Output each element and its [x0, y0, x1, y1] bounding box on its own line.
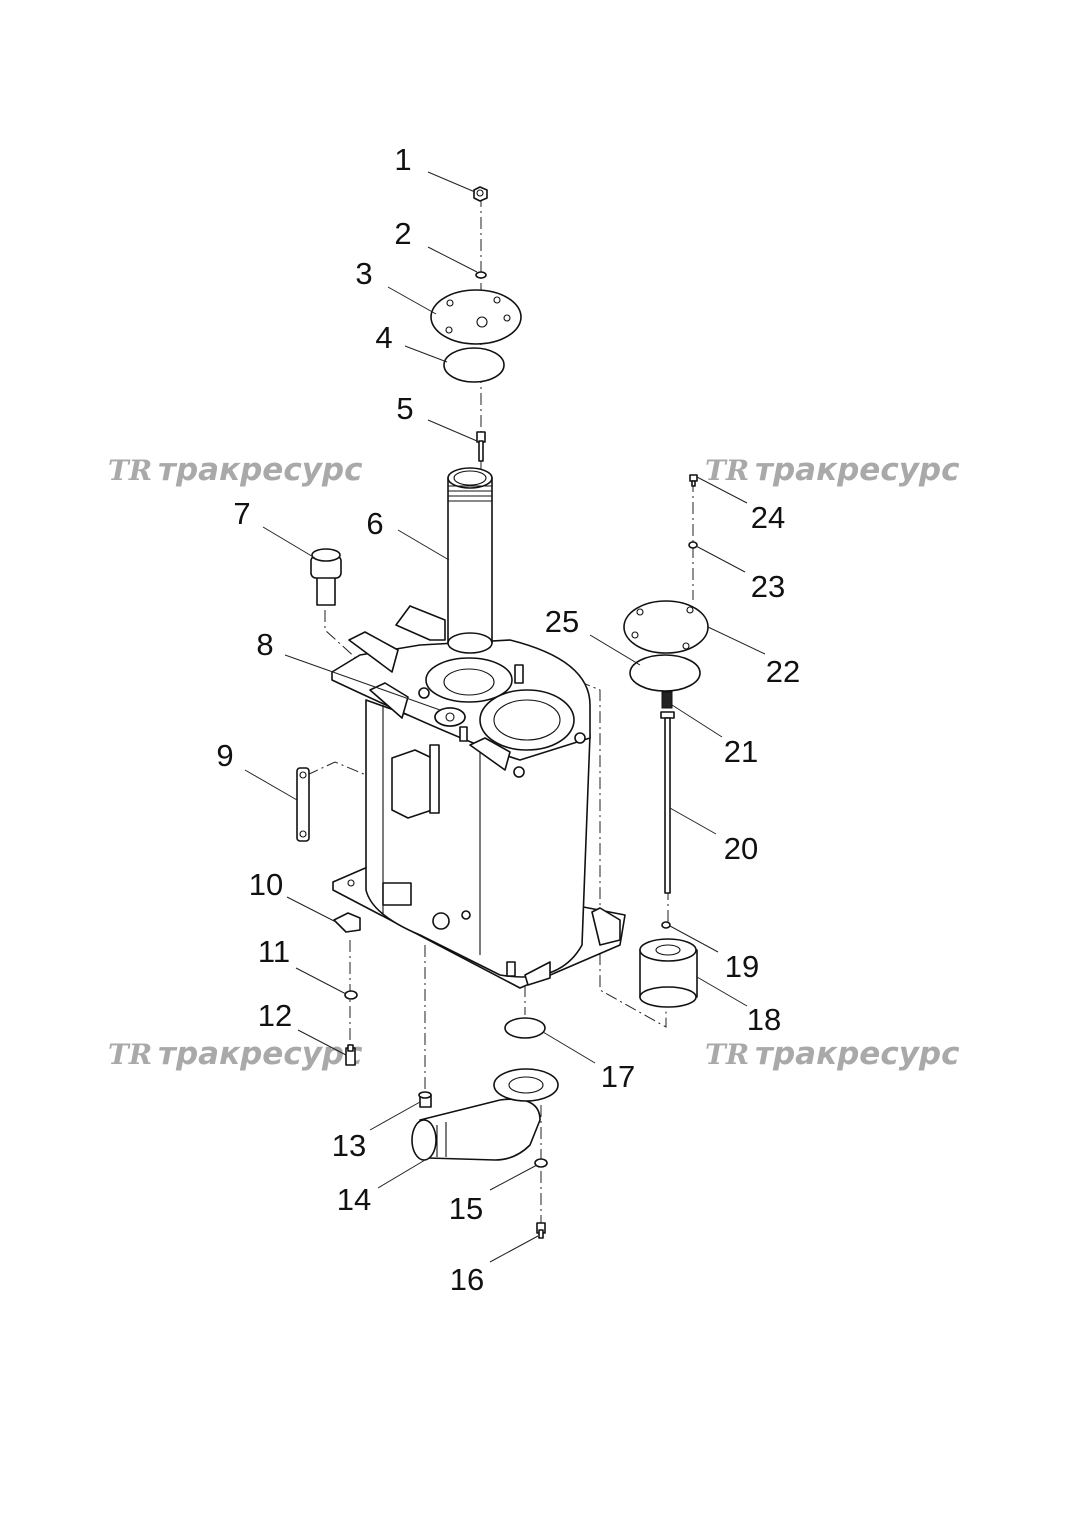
leader-lines: [244, 171, 766, 1263]
part-7-breather: [310, 548, 342, 606]
part-12-bolt: [345, 1044, 356, 1066]
watermark-bottom-left: TR тракресурс: [108, 1036, 363, 1072]
stud: [574, 732, 586, 744]
callout-21: 21: [724, 734, 758, 769]
stud: [418, 687, 430, 699]
lifting-bracket: [395, 605, 446, 641]
watermark-logo: TR: [108, 454, 152, 487]
part-8-flange: [434, 707, 466, 727]
part-25-o-ring: [629, 654, 701, 692]
watermark-text: тракресурс: [755, 1036, 960, 1072]
part-22-filter-cover: [623, 600, 709, 654]
watermark-text: тракресурс: [755, 452, 960, 488]
callout-9: 9: [216, 738, 233, 773]
side-port: [432, 912, 450, 930]
part-15-washer: [534, 1158, 548, 1168]
callout-4: 4: [375, 320, 392, 355]
callout-12: 12: [258, 998, 292, 1033]
callout-17: 17: [601, 1059, 635, 1094]
part-2-washer: [475, 271, 487, 279]
stud: [506, 961, 516, 977]
side-port: [461, 910, 471, 920]
filter-port-flange: [479, 689, 575, 751]
part-16-bolt: [536, 1222, 546, 1239]
part-5-bolt: [476, 431, 486, 462]
hydraulic-tank: [331, 605, 626, 989]
base-hole: [347, 879, 355, 887]
part-11-washer: [344, 990, 358, 1000]
part-17-o-ring: [504, 1017, 546, 1039]
axis-sight-gauge: [306, 761, 403, 791]
part-10-plate: [333, 912, 361, 933]
part-20-rod: [660, 711, 675, 894]
callout-13: 13: [332, 1128, 366, 1163]
callout-3: 3: [355, 256, 372, 291]
part-24-bolt: [689, 474, 698, 487]
base-bracket: [524, 961, 551, 986]
lifting-bracket: [369, 682, 409, 719]
callout-15: 15: [449, 1191, 483, 1226]
top-port-flange: [425, 657, 513, 703]
watermark-top-left: TR тракресурс: [108, 452, 363, 488]
lifting-bracket: [348, 631, 399, 673]
part-4-o-ring: [443, 347, 505, 383]
part-23-washer: [688, 541, 698, 549]
callout-23: 23: [751, 569, 785, 604]
watermark-logo: TR: [705, 1038, 749, 1071]
lifting-bracket: [469, 737, 511, 771]
watermark-logo: TR: [108, 1038, 152, 1071]
callout-20: 20: [724, 831, 758, 866]
part-14-suction-pipe: [411, 1068, 559, 1161]
callout-18: 18: [747, 1002, 781, 1037]
gauge-mount: [391, 749, 433, 819]
part-13-drain-plug: [418, 1091, 432, 1108]
filter-port-bore: [493, 699, 561, 741]
callout-16: 16: [450, 1262, 484, 1297]
part-6-filler-neck: [447, 467, 493, 654]
gauge-mount-rail: [429, 744, 440, 814]
watermark-text: тракресурс: [158, 452, 363, 488]
side-port-block: [382, 882, 412, 906]
part-21-spring: [661, 691, 673, 709]
watermark-bottom-right: TR тракресурс: [705, 1036, 960, 1072]
callout-14: 14: [337, 1182, 371, 1217]
stud: [513, 766, 525, 778]
base-bracket: [591, 907, 621, 946]
part-18-filter-element: [639, 938, 698, 1008]
callout-numbers: 1 2 3 4 5 6 7 8 9 10 11 12 13 14 15 16 1…: [216, 142, 800, 1297]
part-3-cover-plate: [430, 289, 522, 345]
callout-6: 6: [366, 506, 383, 541]
callout-1: 1: [394, 142, 411, 177]
callout-10: 10: [249, 867, 283, 902]
part-19-washer: [661, 921, 671, 929]
callout-8: 8: [256, 627, 273, 662]
callout-7: 7: [233, 496, 250, 531]
callout-19: 19: [725, 949, 759, 984]
callout-22: 22: [766, 654, 800, 689]
watermark-logo: TR: [705, 454, 749, 487]
callout-25: 25: [545, 604, 579, 639]
stud: [459, 726, 468, 742]
part-9-sight-gauge: [296, 767, 310, 842]
stud: [514, 664, 524, 684]
callout-24: 24: [751, 500, 785, 535]
callout-11: 11: [258, 934, 290, 969]
callout-5: 5: [396, 391, 413, 426]
callout-2: 2: [394, 216, 411, 251]
thread-lines: [448, 485, 492, 502]
top-port-bore: [443, 668, 495, 696]
watermark-top-right: TR тракресурс: [705, 452, 960, 488]
part-1-nut: [473, 186, 488, 202]
watermark-text: тракресурс: [158, 1036, 363, 1072]
